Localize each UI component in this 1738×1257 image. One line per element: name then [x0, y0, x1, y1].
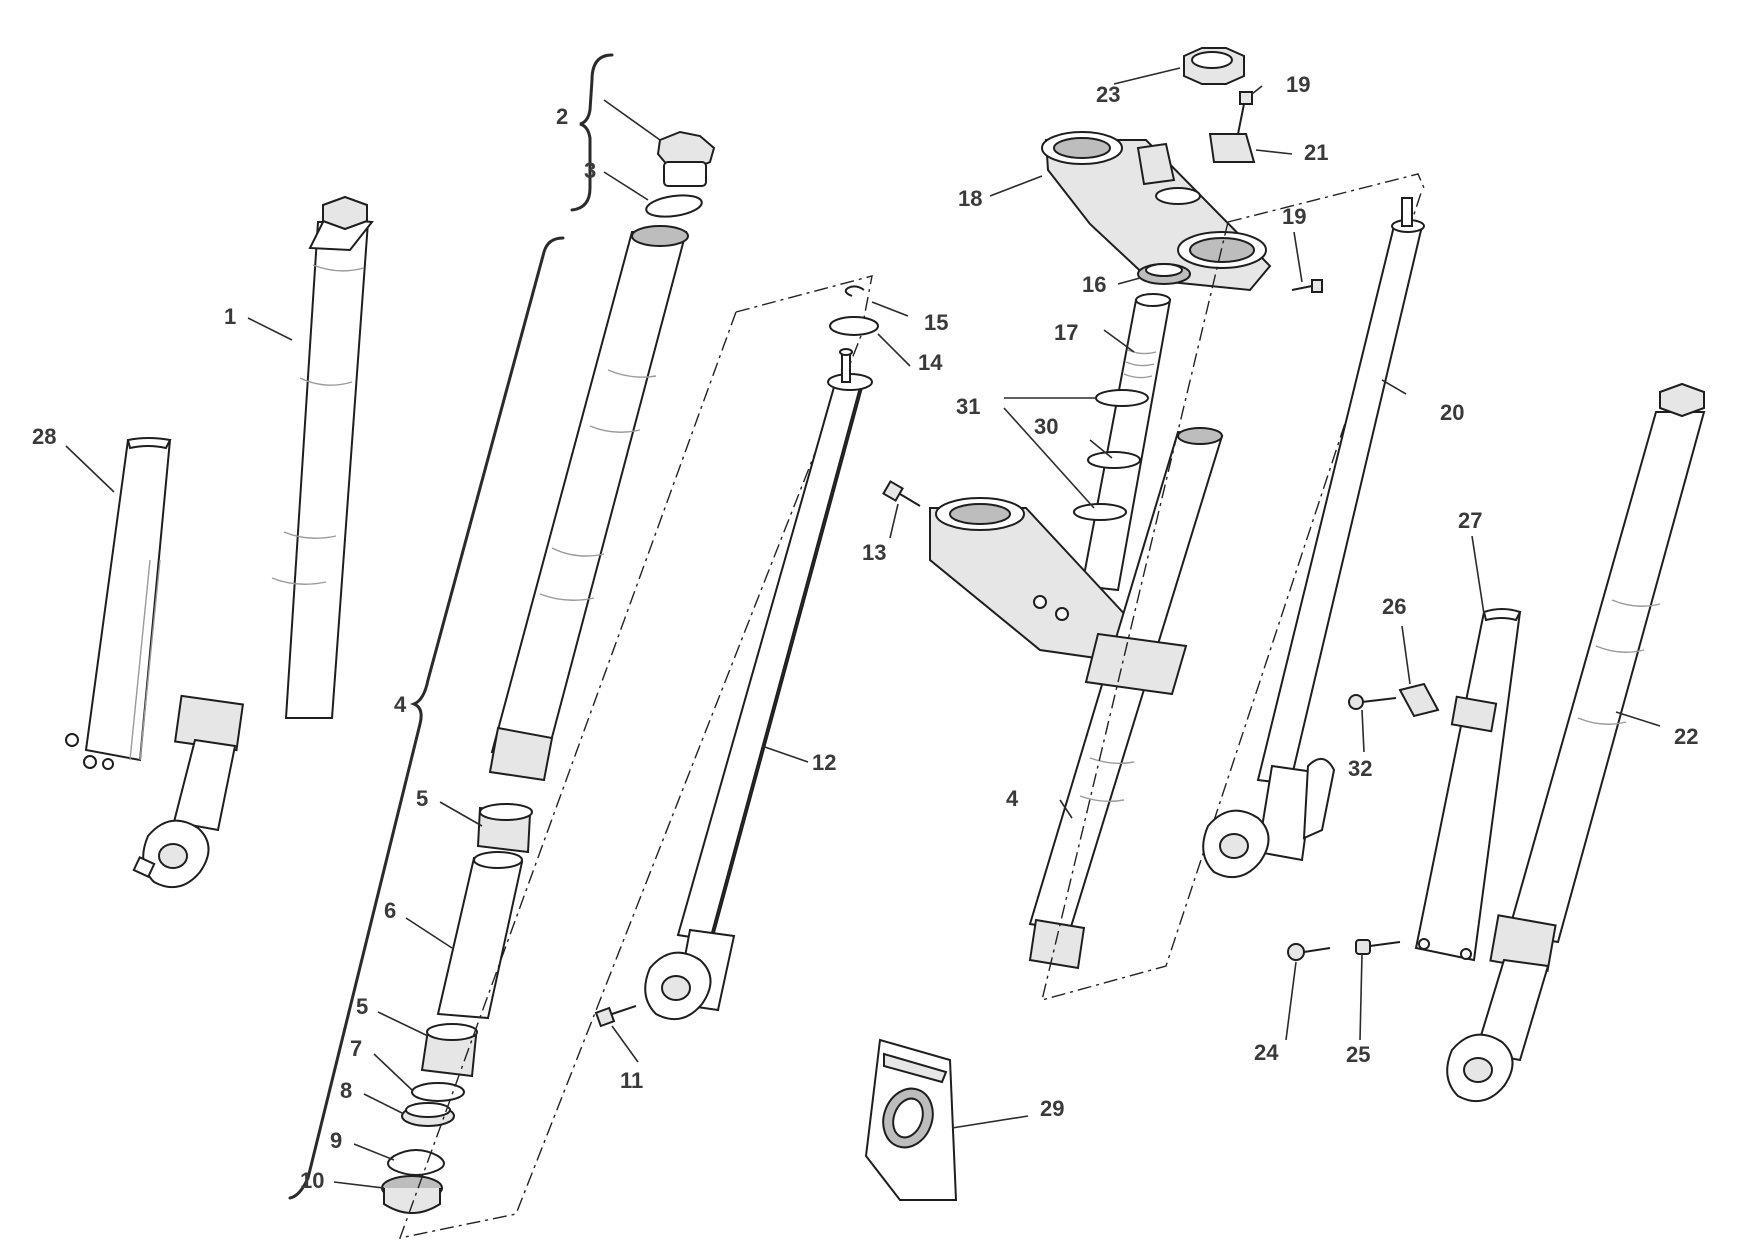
callout-4-assembled: 4 — [1006, 786, 1019, 811]
outer-tube-4-exploded — [488, 225, 689, 782]
callout-3: 3 — [584, 158, 596, 183]
callout-32: 32 — [1348, 756, 1372, 781]
o-ring-3 — [645, 194, 703, 218]
callout-7: 7 — [350, 1036, 362, 1061]
bushing-5b-top — [426, 1023, 478, 1041]
o-ring-31-upper — [1095, 389, 1149, 407]
callout-13: 13 — [862, 540, 886, 565]
leader-lines — [65, 67, 1661, 1189]
callout-20: 20 — [1440, 400, 1464, 425]
inner-tube-12 — [644, 348, 873, 1021]
callout-16: 16 — [1082, 272, 1106, 297]
washer-7 — [411, 1082, 465, 1102]
o-ring-30 — [1087, 451, 1141, 469]
callout-25: 25 — [1346, 1042, 1370, 1067]
handlebar-clamp-base — [1136, 142, 1176, 186]
spacer-25 — [1355, 939, 1401, 955]
callout-26: 26 — [1382, 594, 1406, 619]
callout-24: 24 — [1254, 1040, 1279, 1065]
callout-10: 10 — [300, 1168, 324, 1193]
bolt-32 — [1348, 694, 1397, 710]
callout-21: 21 — [1304, 140, 1328, 165]
washer-14 — [829, 316, 879, 336]
nut-23 — [1183, 47, 1245, 85]
callout-29: 29 — [1040, 1096, 1064, 1121]
dust-seal-10 — [381, 1175, 443, 1214]
callout-27: 27 — [1458, 508, 1482, 533]
callout-5-upper: 5 — [416, 786, 428, 811]
callout-8: 8 — [340, 1078, 352, 1103]
bolt-13 — [882, 480, 921, 507]
inner-tube-20 — [1202, 197, 1425, 879]
callout-18: 18 — [958, 186, 982, 211]
handlebar-clamp-21 — [1208, 133, 1256, 163]
callout-6: 6 — [384, 898, 396, 923]
callout-28: 28 — [32, 424, 56, 449]
bushing-5a-top — [479, 803, 533, 821]
brace-2 — [570, 53, 614, 212]
callout-19-right: 19 — [1282, 204, 1306, 229]
callout-4-exploded: 4 — [394, 692, 407, 717]
callout-5-lower: 5 — [356, 994, 368, 1019]
outer-tube-4-assembled — [1028, 427, 1224, 970]
callout-9: 9 — [330, 1128, 342, 1153]
clip-26 — [1398, 682, 1440, 718]
callout-2: 2 — [556, 104, 568, 129]
dashed-outline-12 — [398, 275, 873, 1239]
brace-4 — [288, 236, 565, 1200]
bearing-16 — [1137, 263, 1191, 285]
callout-22: 22 — [1674, 724, 1698, 749]
callout-15: 15 — [924, 310, 948, 335]
seal-8 — [401, 1102, 455, 1127]
spacer-tube-6 — [436, 851, 524, 1020]
bolt-11 — [594, 1005, 637, 1028]
fork-leg-22 — [1446, 382, 1706, 1103]
callout-19-top: 19 — [1286, 72, 1310, 97]
callout-14: 14 — [918, 350, 943, 375]
callout-12: 12 — [812, 750, 836, 775]
bolt-19-top — [1237, 91, 1253, 135]
bolt-19-right — [1291, 279, 1323, 293]
clip-15 — [844, 285, 865, 297]
fork-leg-1 — [132, 195, 374, 889]
fork-guard-28 — [65, 437, 172, 770]
callout-17: 17 — [1054, 320, 1078, 345]
callout-31: 31 — [956, 394, 980, 419]
callout-11: 11 — [620, 1068, 643, 1093]
dashed-outline-20 — [1041, 173, 1425, 1001]
fork-guard-27 — [1414, 608, 1522, 962]
fork-cap-2 — [656, 130, 716, 187]
kit-bag-29 — [864, 1038, 958, 1201]
callout-1: 1 — [224, 304, 236, 329]
bolt-24 — [1287, 943, 1331, 961]
circlip-9 — [387, 1149, 445, 1176]
o-ring-31-lower — [1073, 503, 1127, 521]
bottom-triple-clamp — [929, 497, 1132, 662]
callout-23: 23 — [1096, 82, 1120, 107]
callout-30: 30 — [1034, 414, 1058, 439]
